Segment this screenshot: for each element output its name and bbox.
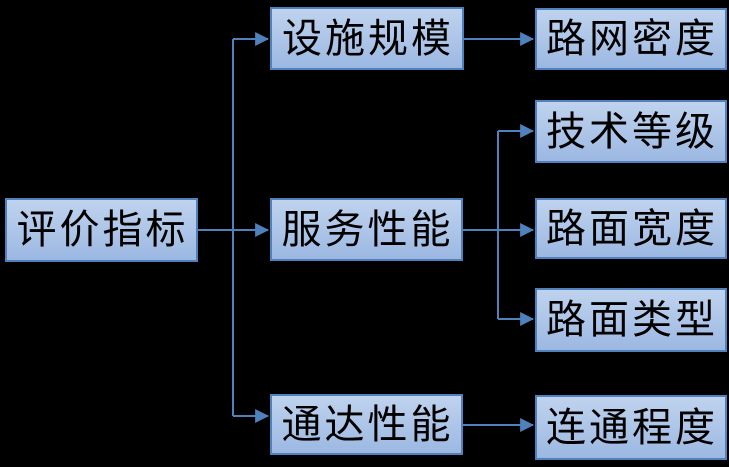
node-service-performance: 服务性能: [270, 198, 463, 261]
node-accessibility-performance: 通达性能: [270, 394, 463, 455]
node-facility-scale: 设施规模: [270, 7, 464, 70]
node-facility-scale-label: 设施规模: [282, 15, 454, 62]
node-road-network-density: 路网密度: [535, 8, 727, 70]
node-accessibility-performance-label: 通达性能: [281, 401, 454, 448]
node-pavement-type: 路面类型: [535, 288, 727, 352]
node-evaluation-index-label: 评价指标: [16, 207, 189, 253]
node-technical-grade-label: 技术等级: [546, 108, 718, 155]
node-technical-grade: 技术等级: [535, 100, 727, 163]
node-evaluation-index: 评价指标: [5, 198, 198, 262]
node-connectivity-degree-label: 连通程度: [546, 404, 718, 451]
node-connectivity-degree: 连通程度: [535, 395, 727, 460]
node-pavement-width-label: 路面宽度: [546, 205, 718, 252]
node-pavement-type-label: 路面类型: [546, 297, 718, 343]
node-road-network-density-label: 路网密度: [546, 16, 718, 62]
node-pavement-width: 路面宽度: [535, 198, 727, 259]
node-service-performance-label: 服务性能: [281, 206, 454, 253]
